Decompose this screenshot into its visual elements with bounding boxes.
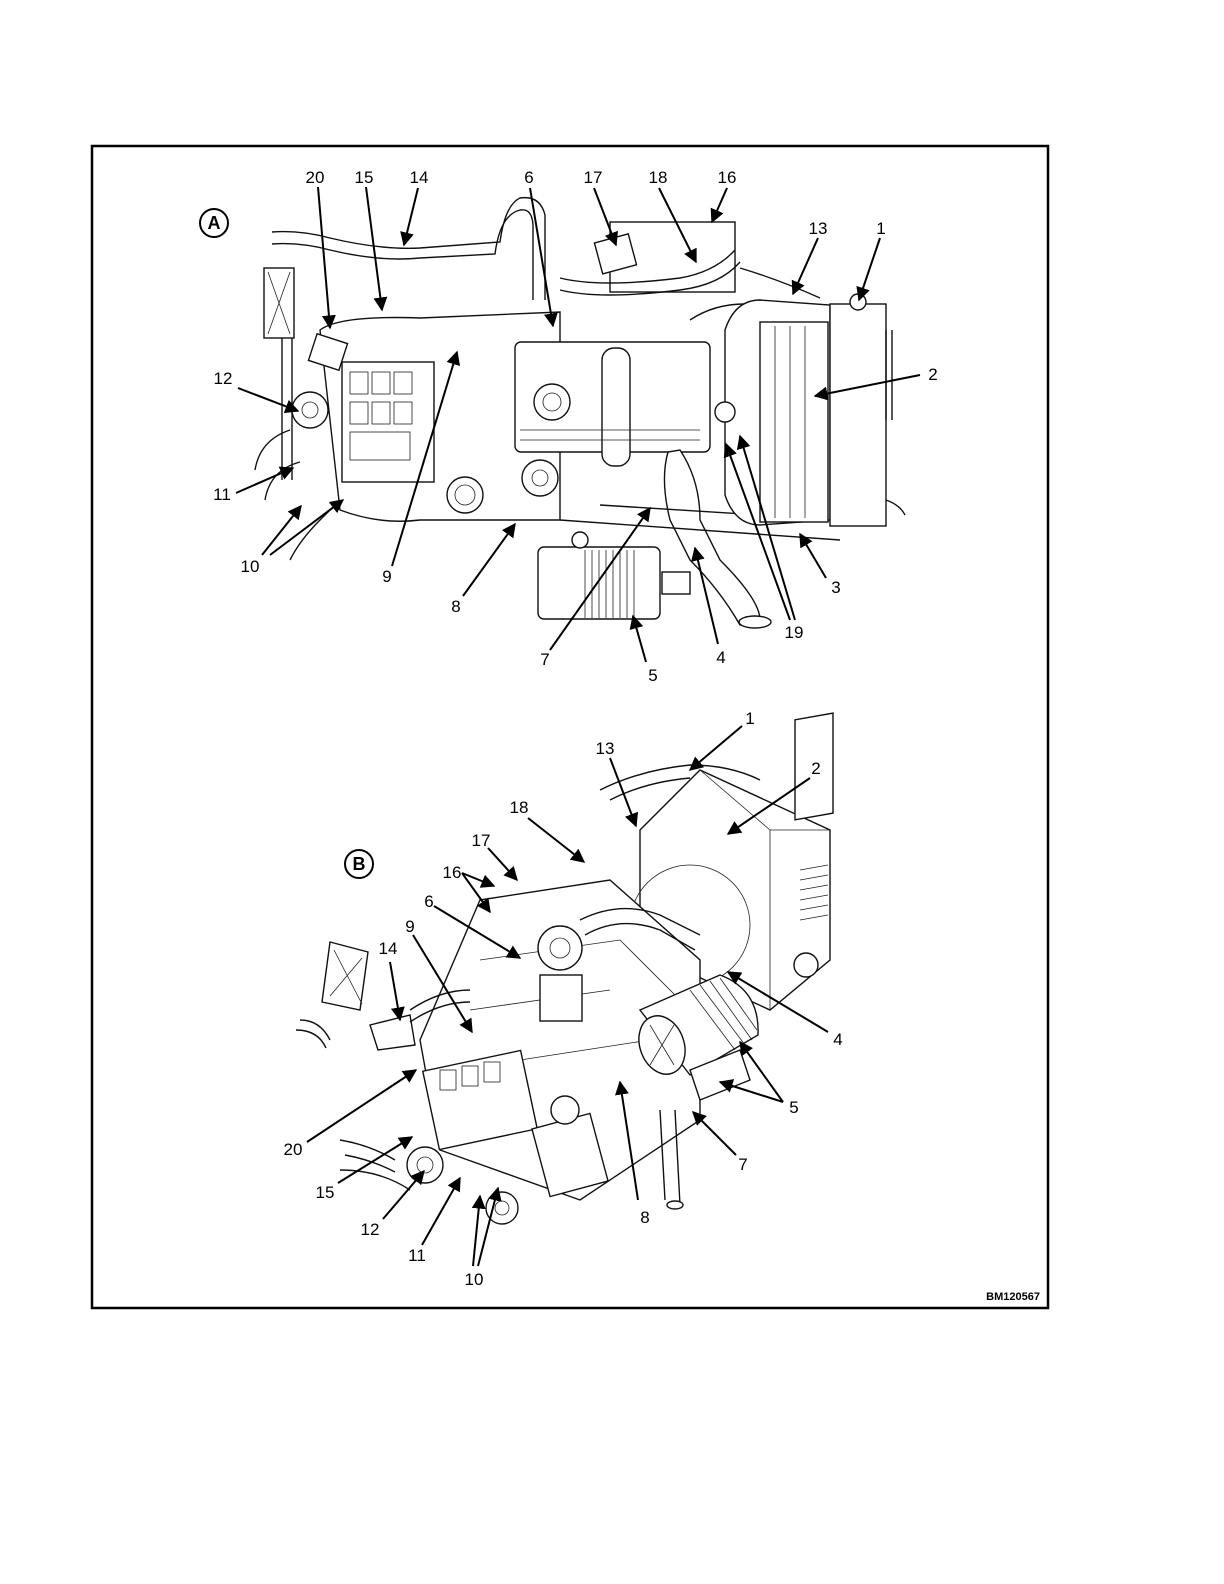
view-b-callout-4: 4 bbox=[833, 1030, 842, 1049]
view-b-callout-10: 10 bbox=[465, 1270, 484, 1289]
view-b-callout-12: 12 bbox=[361, 1220, 380, 1239]
view-a-callout-12: 12 bbox=[214, 369, 233, 388]
view-a: A bbox=[200, 168, 938, 685]
view-a-callout-15: 15 bbox=[355, 168, 374, 187]
view-b-callout-11: 11 bbox=[408, 1246, 426, 1265]
view-a-callout-16: 16 bbox=[718, 168, 737, 187]
view-a-callout-2: 2 bbox=[928, 365, 937, 384]
view-a-callout-7: 7 bbox=[540, 650, 549, 669]
view-b-engine-drawing bbox=[296, 713, 833, 1224]
view-b-callout-15: 15 bbox=[316, 1183, 335, 1202]
view-b-badge: B bbox=[345, 850, 373, 878]
view-b-callout-9: 9 bbox=[405, 917, 414, 936]
view-b-letter: B bbox=[353, 854, 366, 874]
view-b-callout-7: 7 bbox=[738, 1155, 747, 1174]
figure-id-label: BM120567 bbox=[986, 1291, 1040, 1303]
view-b-callout-18: 18 bbox=[510, 798, 529, 817]
view-a-callout-3: 3 bbox=[831, 578, 840, 597]
view-a-callout-11: 11 bbox=[213, 485, 231, 504]
view-b-callout-1: 1 bbox=[745, 709, 754, 728]
view-b-callout-14: 14 bbox=[379, 939, 398, 958]
view-b-callout-5: 5 bbox=[789, 1098, 798, 1117]
view-a-callout-6: 6 bbox=[524, 168, 533, 187]
view-a-callout-9: 9 bbox=[382, 567, 391, 586]
view-b-callout-13: 13 bbox=[596, 739, 615, 758]
view-b-callout-20: 20 bbox=[284, 1140, 303, 1159]
view-a-letter: A bbox=[208, 213, 221, 233]
view-b-callout-2: 2 bbox=[811, 759, 820, 778]
view-b-callout-17: 17 bbox=[472, 831, 491, 850]
view-a-callout-8: 8 bbox=[451, 597, 460, 616]
view-b-callout-6: 6 bbox=[424, 892, 433, 911]
view-a-callout-5: 5 bbox=[648, 666, 657, 685]
view-a-callout-18: 18 bbox=[649, 168, 668, 187]
view-a-callout-1: 1 bbox=[876, 219, 885, 238]
view-a-callout-17: 17 bbox=[584, 168, 603, 187]
view-a-callout-19: 19 bbox=[785, 623, 804, 642]
view-a-badge: A bbox=[200, 209, 228, 237]
view-a-callout-13: 13 bbox=[809, 219, 828, 238]
view-a-callout-20: 20 bbox=[306, 168, 325, 187]
view-a-callout-10: 10 bbox=[241, 557, 260, 576]
view-a-callout-4: 4 bbox=[716, 648, 725, 667]
view-a-callout-14: 14 bbox=[410, 168, 429, 187]
view-b-callout-16: 16 bbox=[443, 863, 462, 882]
view-b-callout-8: 8 bbox=[640, 1208, 649, 1227]
view-b: B bbox=[284, 709, 843, 1289]
